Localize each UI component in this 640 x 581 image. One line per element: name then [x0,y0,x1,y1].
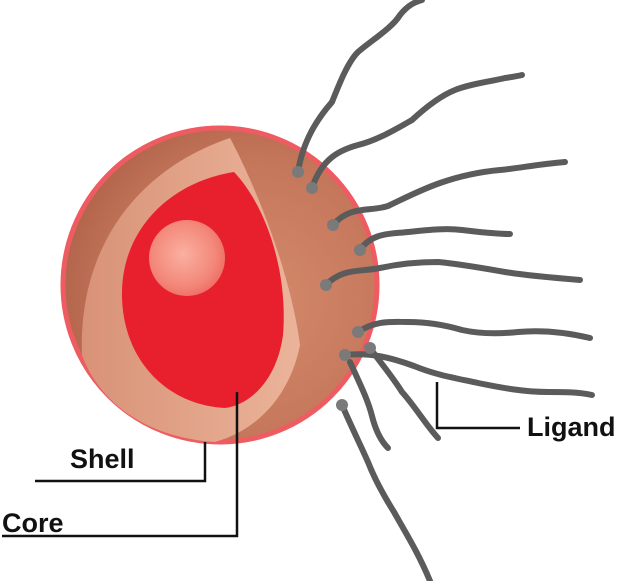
ligand-strand [330,159,568,228]
ligand-anchor [352,326,364,338]
ligand-strand [339,402,433,581]
ligand-strand [342,351,595,398]
ligand-strand [295,0,425,175]
shell-leader-line [35,442,207,483]
ligand-anchor [306,182,318,194]
ligand-anchor-points [292,166,376,411]
leader-lines [2,382,520,538]
ligand-strand [347,359,391,451]
ligand-strand [357,226,513,253]
core-highlight [149,220,225,296]
ligand-anchor [354,244,366,256]
ligand-anchor [292,166,304,178]
ligand-anchor [320,279,332,291]
ligand-strand [355,318,593,341]
ligand-strand [309,72,525,191]
core-leader-line [2,392,239,538]
ligand-anchor [364,342,376,354]
ligand-anchor [339,349,351,361]
ligand-anchor [327,219,339,231]
ligand-strands [295,0,595,581]
ligand-label: Ligand [527,412,616,442]
ligand-strand [323,259,583,288]
shell-label: Shell [70,444,135,474]
core-label: Core [2,508,64,538]
ligand-strand [367,345,441,441]
ligand-leader-line [435,382,520,430]
ligand-anchor [336,399,348,411]
